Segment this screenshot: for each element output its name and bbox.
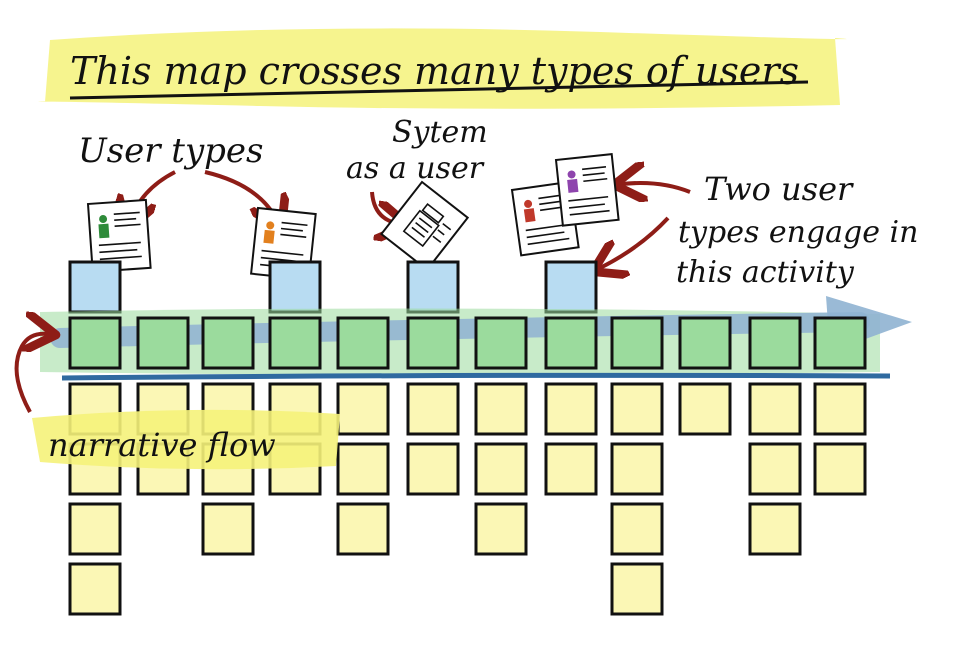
story-sticky	[610, 502, 664, 556]
story-sticky	[406, 382, 460, 436]
story-sticky	[406, 442, 460, 496]
title-underline	[69, 80, 809, 100]
story-sticky	[336, 442, 390, 496]
arrow-two-users-bottom	[600, 216, 670, 268]
narrative-flow-label: narrative flow	[48, 426, 276, 464]
user-type-sticky	[68, 260, 122, 314]
story-sticky	[336, 382, 390, 436]
arrow-two-users-top	[622, 183, 691, 192]
story-sticky	[474, 502, 528, 556]
story-sticky	[813, 442, 867, 496]
story-sticky	[68, 502, 122, 556]
two-users-label-line2: types engage in	[678, 215, 918, 250]
page-title: This map crosses many types of users	[70, 49, 799, 93]
narrative-flow-highlight	[32, 409, 340, 470]
story-sticky	[544, 442, 598, 496]
backbone-divider-line	[61, 372, 891, 381]
story-sticky	[68, 562, 122, 616]
title-highlight	[38, 28, 847, 109]
story-sticky	[610, 562, 664, 616]
story-sticky	[336, 502, 390, 556]
story-sticky	[474, 442, 528, 496]
activity-sticky	[406, 316, 460, 370]
system-user-card	[379, 180, 470, 272]
activity-sticky	[678, 316, 732, 370]
story-sticky	[678, 382, 732, 436]
story-sticky	[610, 442, 664, 496]
backbone-row	[68, 316, 867, 370]
activity-sticky	[136, 316, 190, 370]
activity-sticky	[813, 316, 867, 370]
story-sticky	[748, 502, 802, 556]
user-type-sticky	[268, 260, 322, 314]
activity-sticky	[68, 316, 122, 370]
activity-sticky	[336, 316, 390, 370]
user-card-green	[86, 198, 152, 273]
user-type-sticky	[544, 260, 598, 314]
story-sticky	[813, 382, 867, 436]
story-sticky	[748, 382, 802, 436]
story-sticky	[748, 442, 802, 496]
activity-sticky	[544, 316, 598, 370]
activity-sticky	[268, 316, 322, 370]
activity-sticky	[201, 316, 255, 370]
user-types-label: User types	[78, 131, 264, 171]
two-users-label-line3: this activity	[676, 255, 855, 290]
story-sticky	[474, 382, 528, 436]
user-card-front	[554, 153, 620, 227]
system-user-label-line2: as a user	[346, 151, 485, 186]
two-users-label-line1: Two user	[704, 170, 854, 208]
user-type-sticky	[406, 260, 460, 314]
arrow-narrative-flow	[14, 334, 48, 413]
story-sticky	[201, 502, 255, 556]
activity-sticky	[474, 316, 528, 370]
user-row	[68, 260, 598, 314]
activity-sticky	[748, 316, 802, 370]
system-user-label-line1: Sytem	[392, 115, 488, 150]
story-sticky	[544, 382, 598, 436]
story-sticky	[610, 382, 664, 436]
activity-sticky	[610, 316, 664, 370]
